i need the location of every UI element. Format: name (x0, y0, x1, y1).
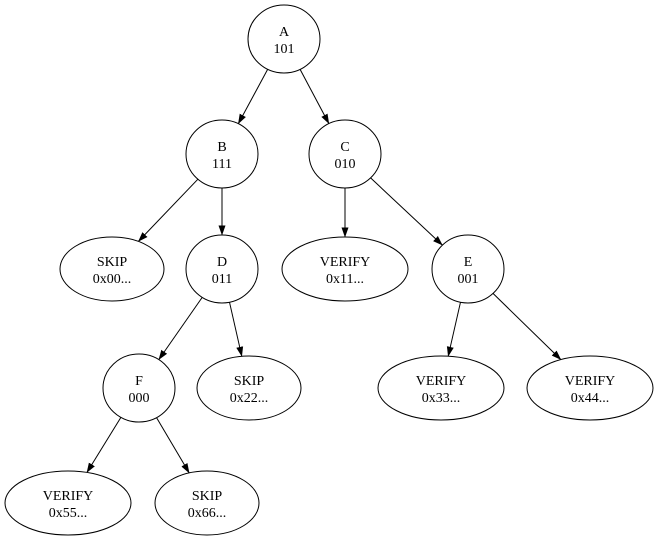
node-F: F 000 (102, 353, 176, 423)
node-label-line1: SKIP (97, 255, 128, 270)
node-label-line1: F (135, 374, 143, 389)
edge-D-to-skip-0x22 (229, 302, 244, 357)
ellipse-outline (59, 236, 165, 302)
node-label: A 101 (274, 25, 295, 57)
node-label-line1: SKIP (192, 489, 223, 504)
edge-E-to-verify-0x44 (492, 293, 562, 360)
node-A: A 101 (247, 4, 321, 74)
node-label: SKIP 0x66... (188, 489, 227, 521)
circle-outline (247, 4, 321, 74)
node-label: B 111 (212, 140, 232, 172)
node-label-line1: VERIFY (43, 489, 94, 504)
node-label-line2: 0x44... (571, 391, 610, 406)
ellipse-outline (154, 470, 260, 536)
node-B: B 111 (185, 119, 259, 189)
node-label-line1: VERIFY (416, 374, 467, 389)
circle-outline (431, 234, 505, 304)
ellipse-outline (196, 355, 302, 421)
node-label: E 001 (458, 255, 479, 287)
node-label: D 011 (212, 255, 232, 287)
edge-A-to-B (237, 69, 269, 125)
node-skip-0x00: SKIP 0x00... (59, 236, 165, 302)
node-verify-0x44: VERIFY 0x44... (526, 355, 654, 421)
node-C: C 010 (308, 119, 382, 189)
ellipse-outline (4, 470, 132, 536)
edge-C-to-E (370, 177, 443, 246)
node-label: SKIP 0x22... (230, 374, 269, 406)
node-label-line2: 0x55... (49, 506, 88, 521)
node-label-line1: SKIP (234, 374, 265, 389)
edge-B-to-skip-0x00 (138, 178, 199, 242)
node-label-line1: A (279, 25, 290, 40)
node-label: SKIP 0x00... (93, 255, 132, 287)
node-label: F 000 (129, 374, 150, 406)
edges-layer (86, 69, 562, 474)
node-verify-0x55: VERIFY 0x55... (4, 470, 132, 536)
node-label-line2: 011 (212, 272, 232, 287)
node-skip-0x66: SKIP 0x66... (154, 470, 260, 536)
node-label-line2: 010 (335, 157, 356, 172)
node-label-line2: 101 (274, 42, 295, 57)
node-verify-0x11: VERIFY 0x11... (281, 236, 409, 302)
circle-outline (185, 234, 259, 304)
node-label-line1: VERIFY (320, 255, 371, 270)
node-label-line2: 0x33... (422, 391, 461, 406)
node-label-line1: B (217, 140, 226, 155)
node-label: VERIFY 0x44... (565, 374, 616, 406)
node-skip-0x22: SKIP 0x22... (196, 355, 302, 421)
node-verify-0x33: VERIFY 0x33... (377, 355, 505, 421)
node-label-line2: 0x22... (230, 391, 269, 406)
node-label: C 010 (335, 140, 356, 172)
node-label-line1: D (217, 255, 227, 270)
node-label-line2: 000 (129, 391, 150, 406)
circle-outline (102, 353, 176, 423)
node-label-line1: VERIFY (565, 374, 616, 389)
ellipse-outline (281, 236, 409, 302)
node-E: E 001 (431, 234, 505, 304)
ellipse-outline (526, 355, 654, 421)
edge-E-to-verify-0x33 (446, 302, 461, 357)
node-label: VERIFY 0x33... (416, 374, 467, 406)
node-D: D 011 (185, 234, 259, 304)
ellipse-outline (377, 355, 505, 421)
edge-A-to-C (299, 69, 330, 125)
edge-F-to-verify-0x55 (86, 417, 122, 473)
node-label-line1: E (464, 255, 473, 270)
node-label-line2: 0x00... (93, 272, 132, 287)
node-label: VERIFY 0x55... (43, 489, 94, 521)
node-label: VERIFY 0x11... (320, 255, 371, 287)
node-label-line2: 001 (458, 272, 479, 287)
node-label-line2: 0x66... (188, 506, 227, 521)
circle-outline (185, 119, 259, 189)
edge-F-to-skip-0x66 (156, 417, 190, 474)
node-label-line1: C (340, 140, 349, 155)
node-label-line2: 0x11... (326, 272, 364, 287)
circle-outline (308, 119, 382, 189)
node-label-line2: 111 (212, 157, 232, 172)
edge-D-to-F (158, 297, 203, 361)
